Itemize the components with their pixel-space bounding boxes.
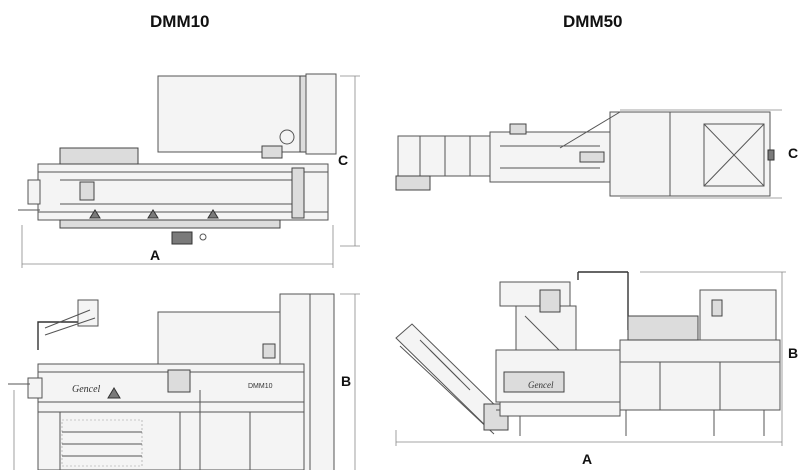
dmm10-top-view bbox=[18, 73, 360, 268]
dmm10-top-block bbox=[261, 145, 283, 159]
dmm10-top-end bbox=[291, 167, 305, 219]
dmm10-side-dim-b: B bbox=[341, 373, 352, 389]
dmm50-top-chamber bbox=[609, 111, 671, 197]
dmm50-side-dim-b: B bbox=[788, 345, 799, 361]
dmm10-top-hopper bbox=[59, 147, 139, 165]
dmm50-top-foot bbox=[395, 175, 431, 191]
dmm10-brand-mark: Gencel bbox=[72, 384, 101, 395]
dmm50-side-tank bbox=[699, 289, 777, 341]
dmm10-side-conveyor-head bbox=[77, 299, 99, 327]
dmm50-side-base bbox=[619, 339, 781, 411]
dmm50-title: DMM50 bbox=[563, 12, 623, 31]
dmm10-top-pump bbox=[171, 231, 193, 245]
dmm10-side-frame bbox=[37, 411, 305, 470]
dmm10-top-cabinet bbox=[305, 73, 337, 155]
dmm10-top-cap bbox=[279, 129, 295, 145]
dmm10-title: DMM10 bbox=[150, 12, 210, 31]
dmm10-top-dim-a: A bbox=[150, 247, 161, 263]
dmm50-brand-mark: Gencel bbox=[528, 380, 554, 390]
dmm50-side-view bbox=[395, 271, 786, 446]
dmm10-top-tank bbox=[157, 75, 304, 153]
dmm50-top-dim-c: C bbox=[788, 145, 799, 161]
dmm10-side-cabinet-2 bbox=[309, 293, 335, 470]
dmm10-top-rail bbox=[59, 219, 281, 229]
dmm10-top-dim-c: C bbox=[338, 152, 349, 168]
dmm50-top-view bbox=[395, 109, 782, 199]
dmm10-side-view bbox=[8, 293, 360, 470]
dmm10-side-panel bbox=[167, 369, 191, 393]
dmm50-top-hopper bbox=[397, 135, 491, 177]
dmm50-top-tank bbox=[669, 111, 771, 197]
dmm10-top-outlet bbox=[27, 179, 41, 205]
dmm10-top-tank-edge bbox=[299, 75, 307, 153]
dmm10-top-valve bbox=[79, 181, 95, 201]
dmm50-side-dim-a: A bbox=[582, 451, 593, 467]
dmm10-model-badge: DMM10 bbox=[248, 383, 273, 390]
